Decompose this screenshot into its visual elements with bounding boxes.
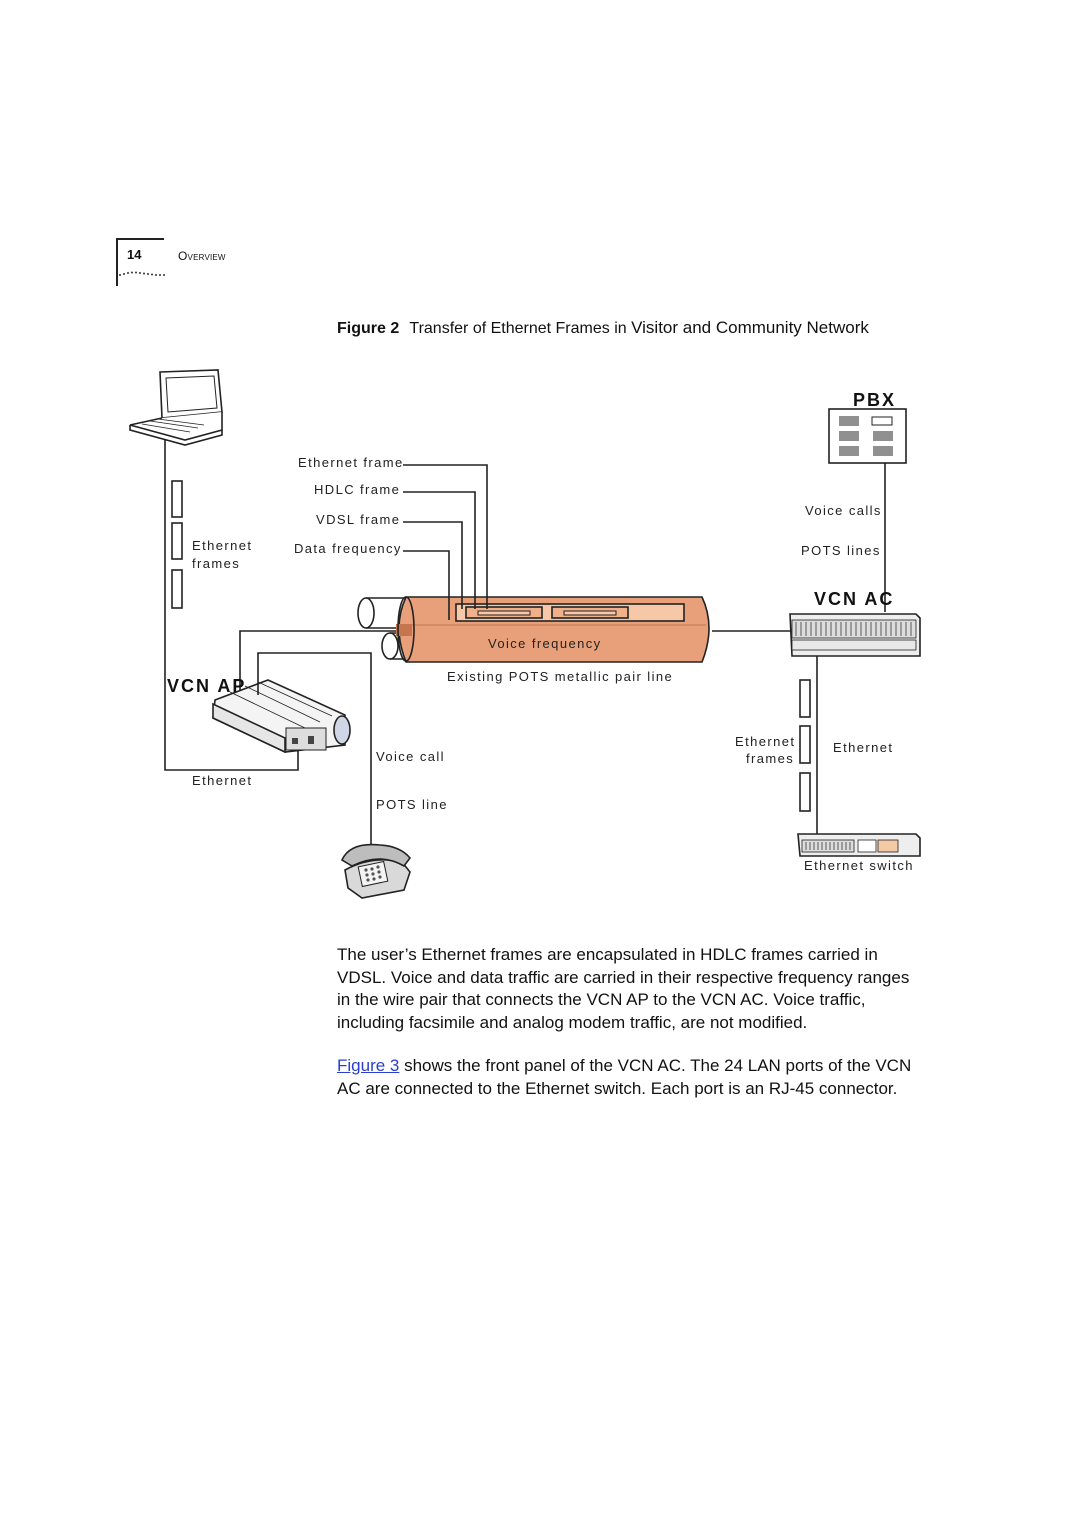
ethernet-frames-right-2: frames	[746, 751, 795, 766]
vcn-ac-device	[789, 613, 921, 657]
body-paragraph-2-text: shows the front panel of the VCN AC. The…	[337, 1056, 912, 1098]
section-title: Overview	[178, 249, 226, 263]
label-existing-line: Existing POTS metallic pair line	[447, 669, 674, 684]
label-vdsl-frame: VDSL frame	[316, 512, 401, 527]
ethernet-frames-left-1: Ethernet	[192, 538, 253, 553]
caption-text-1: Transfer of Ethernet Frames in	[409, 320, 627, 337]
page-number: 14	[127, 247, 142, 262]
vcn-ap-title: VCN AP	[167, 676, 247, 696]
label-voice-call: Voice call	[376, 749, 445, 764]
figure-caption: Figure 2 Transfer of Ethernet Frames in …	[337, 318, 869, 338]
label-voice-frequency: Voice frequency	[488, 636, 602, 651]
label-ethernet-right: Ethernet	[833, 740, 894, 755]
label-pots-line: POTS line	[376, 797, 448, 812]
body-paragraph-1: The user’s Ethernet frames are encapsula…	[337, 945, 910, 1032]
label-ethernet-frame: Ethernet frame	[298, 455, 404, 470]
pbx-title: PBX	[853, 390, 897, 410]
label-ethernet-switch: Ethernet switch	[804, 858, 914, 873]
vcn-ap-device	[212, 679, 351, 754]
label-hdlc-frame: HDLC frame	[314, 482, 401, 497]
label-data-frequency: Data frequency	[294, 541, 402, 556]
pbx-device	[828, 408, 907, 464]
ethernet-switch-device	[797, 833, 921, 857]
figure-label: Figure 2	[337, 320, 400, 337]
vcn-ac-title: VCN AC	[814, 589, 895, 609]
ethernet-frames-left-2: frames	[192, 556, 241, 571]
header-bracket	[116, 238, 164, 286]
caption-text-2: Visitor and Community Network	[631, 318, 869, 337]
telephone-icon	[340, 843, 412, 899]
pots-cable	[357, 596, 710, 663]
body-paragraph-2: Figure 3 shows the front panel of the VC…	[337, 1055, 927, 1100]
label-ethernet-left: Ethernet	[192, 773, 253, 788]
figure-3-link[interactable]: Figure 3	[337, 1056, 400, 1075]
label-voice-calls: Voice calls	[805, 503, 882, 518]
label-pots-lines: POTS lines	[801, 543, 881, 558]
laptop-icon	[129, 369, 223, 446]
header-dots-decoration	[119, 271, 165, 276]
ethernet-frames-right-1: Ethernet	[735, 734, 796, 749]
